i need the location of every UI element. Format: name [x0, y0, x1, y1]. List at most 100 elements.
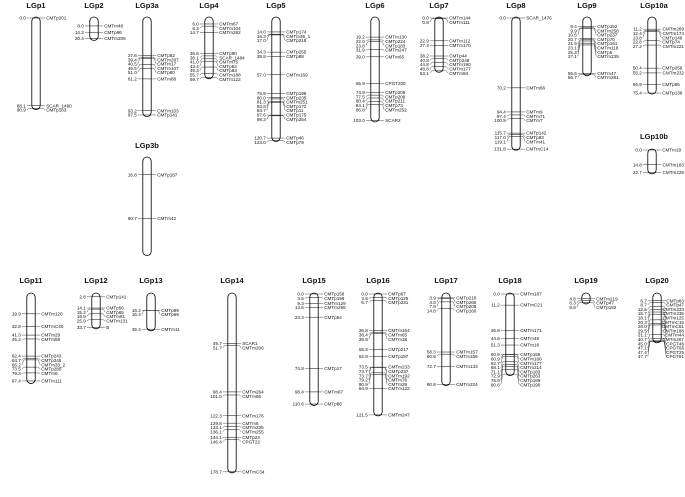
locus-position: 103.0 — [353, 118, 365, 123]
locus-position: 71.1 — [491, 369, 500, 374]
locus-position: 119.1 — [495, 139, 507, 144]
position-leader — [368, 374, 374, 385]
marker-leader — [661, 340, 667, 353]
marker-name: CMTm65 — [385, 54, 404, 59]
locus-position: 34.3 — [257, 50, 266, 55]
locus-position: 97.6 — [257, 113, 266, 118]
marker-name: CMTp231 — [388, 300, 409, 305]
locus-position: 12.5 — [638, 307, 647, 312]
marker-name: CMTmC14 — [526, 147, 549, 152]
marker-leader — [514, 361, 520, 368]
position-leader — [86, 308, 92, 313]
marker-name: CMTm133 — [456, 364, 478, 369]
locus-position: 131.8 — [494, 147, 506, 152]
locus-position: 26.0 — [638, 324, 647, 329]
marker-leader — [379, 39, 385, 42]
locus-position: 31.9 — [356, 48, 365, 53]
position-leader — [365, 94, 371, 97]
position-leader — [647, 324, 653, 336]
position-leader — [365, 39, 371, 42]
marker-leader — [100, 308, 106, 313]
marker-leader — [661, 309, 667, 314]
marker-name: CMTm281 — [597, 75, 619, 80]
position-leader — [266, 98, 272, 103]
locus-position: 53.1 — [420, 71, 429, 76]
marker-name: CMTp245 — [41, 358, 62, 363]
marker-name: CMTp86 — [324, 402, 342, 407]
chromosome-bar — [581, 292, 591, 305]
marker-leader — [450, 301, 456, 307]
marker-name: CMTm129 — [324, 301, 346, 306]
locus-position: 61.2 — [128, 76, 137, 81]
position-leader — [141, 310, 147, 315]
marker-name: CMTp197 — [388, 354, 409, 359]
marker-name: CMTp172 — [286, 104, 307, 109]
locus-position: 44.6 — [491, 336, 500, 341]
position-leader — [500, 366, 506, 377]
marker-name: CMTm66 — [526, 85, 545, 90]
marker-name: CMTp199 — [324, 296, 345, 301]
locus-position: 11.2 — [491, 303, 500, 308]
marker-name: CMTm239 — [597, 54, 619, 59]
chromosome-bar — [373, 292, 383, 417]
locus-position: 40.7 — [638, 337, 647, 342]
linkage-group-title: LGp3b — [135, 141, 159, 150]
locus-position: 15.2 — [77, 310, 86, 315]
marker-name: CMTp210 — [456, 295, 477, 300]
locus-position: 38.1 — [190, 55, 199, 60]
marker-leader — [443, 18, 449, 23]
marker-name: CMTm232 — [663, 71, 685, 76]
position-leader — [266, 34, 272, 41]
locus-position: 60.9 — [491, 352, 500, 357]
marker-name: CMTm18 — [520, 343, 539, 348]
marker-name: CMTp46 — [286, 136, 304, 141]
marker-name: CMTm229 — [663, 170, 685, 175]
locus-position: 27.1 — [568, 54, 577, 59]
locus-position: 68.1 — [491, 365, 500, 370]
locus-position: 87.4 — [12, 379, 21, 384]
position-leader — [199, 73, 205, 76]
marker-name: CMTp218 — [286, 38, 307, 43]
marker-leader — [382, 332, 388, 336]
locus-position: 0.0 — [635, 148, 642, 153]
marker-name: CMTm35_1 — [286, 34, 310, 39]
locus-position: 0.0 — [422, 16, 429, 21]
marker-leader — [213, 55, 219, 58]
position-leader — [222, 426, 228, 428]
marker-name: CMTm49 — [520, 336, 539, 341]
marker-name: CMTm131 — [106, 319, 128, 324]
marker-leader — [591, 44, 597, 57]
chromosome-bar — [370, 16, 380, 123]
marker-name: CMTm111 — [449, 20, 470, 25]
position-leader — [642, 44, 648, 47]
locus-position: 8.0 — [77, 24, 84, 29]
marker-leader — [151, 68, 157, 73]
marker-name: CMTm112 — [449, 38, 471, 43]
linkage-group-title: LGp20 — [645, 276, 668, 285]
locus-position: 3.9 — [429, 295, 436, 300]
locus-position: 38.4 — [359, 333, 368, 338]
marker-name: CMTm44 — [665, 333, 684, 338]
locus-position: 14.8 — [427, 308, 436, 313]
locus-position: 16.3 — [257, 34, 266, 39]
marker-leader — [382, 374, 388, 385]
marker-leader — [100, 313, 106, 317]
position-leader — [368, 372, 374, 381]
marker-name: CMTp70 — [597, 37, 615, 42]
marker-leader — [591, 28, 597, 36]
marker-name: CMTm247 — [388, 412, 410, 417]
position-leader — [368, 367, 374, 376]
locus-position: 29.5 — [638, 328, 647, 333]
marker-name: CMTm41 — [526, 139, 545, 144]
marker-name: CMTp54 — [324, 315, 342, 320]
position-leader — [647, 302, 653, 306]
locus-position: 122.3 — [210, 413, 222, 418]
position-leader — [429, 58, 435, 61]
position-leader — [21, 366, 27, 370]
locus-position: 12.4 — [633, 31, 642, 36]
position-leader — [436, 301, 442, 307]
marker-name: CMTm214 — [520, 365, 542, 370]
